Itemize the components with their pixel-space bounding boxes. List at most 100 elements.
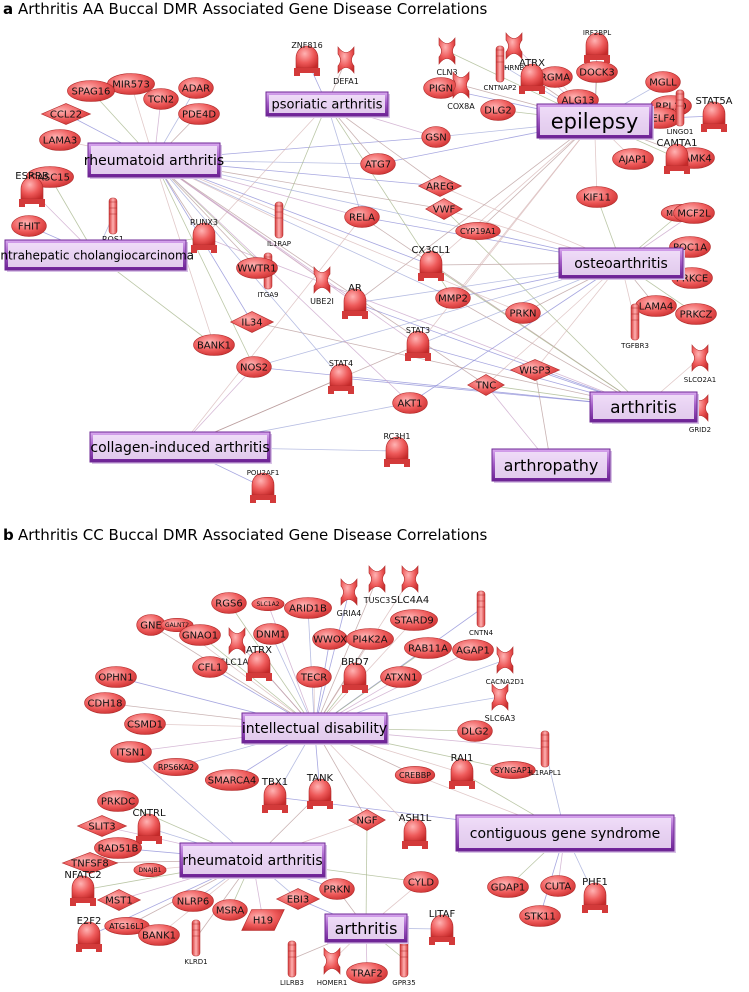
gene-node-smarca4: SMARCA4 bbox=[205, 769, 260, 791]
gene-node-vwf: VWF bbox=[425, 198, 463, 220]
gene-node-camta1: CAMTA1 bbox=[657, 138, 698, 174]
dome-base bbox=[584, 55, 610, 60]
ellipse-shape bbox=[435, 287, 471, 309]
gene-label: KLRD1 bbox=[184, 958, 207, 966]
gene-label: IL1RAP bbox=[267, 240, 291, 248]
gene-label: CHRNB2 bbox=[499, 64, 529, 72]
ellipse-shape bbox=[124, 713, 166, 735]
gene-label: PIGN bbox=[429, 84, 453, 95]
gene-label: SLC6A3 bbox=[485, 714, 516, 723]
dome-foot bbox=[250, 500, 256, 503]
ellipse-shape bbox=[251, 596, 285, 611]
disease-label: rheumatoid arthritis bbox=[84, 153, 224, 169]
dome-foot bbox=[70, 903, 76, 906]
gene-node-klrd1: KLRD1 bbox=[184, 919, 208, 966]
gene-node-cuta: CUTA bbox=[540, 875, 576, 897]
ellipse-shape bbox=[480, 99, 516, 121]
gene-node-ar: AR bbox=[342, 283, 368, 319]
gene-node-dnajb1: DNAJB1 bbox=[133, 862, 167, 877]
disease-face bbox=[183, 846, 322, 874]
gene-node-kif11: KIF11 bbox=[576, 186, 618, 208]
dome-foot bbox=[701, 129, 707, 132]
gene-label: MGLL bbox=[649, 78, 677, 89]
gene-label: STAT4 bbox=[329, 359, 353, 368]
dome-base bbox=[19, 199, 45, 204]
gene-label: PRKCZ bbox=[680, 310, 713, 321]
dome-shape bbox=[77, 921, 101, 945]
gene-label: DLG2 bbox=[461, 727, 488, 738]
ellipse-shape bbox=[576, 186, 618, 208]
dome-foot bbox=[266, 678, 272, 681]
gene-node-rai1: RAI1 bbox=[449, 753, 475, 789]
gene-node-atrx: ATRX bbox=[519, 58, 545, 94]
edge-mmp2-rheumatoid bbox=[153, 159, 454, 299]
ellipse-shape bbox=[394, 766, 436, 784]
disease-face bbox=[495, 452, 607, 478]
edge-cx3cl1-arthritis bbox=[430, 264, 644, 408]
panel-a: a Arthritis AA Buccal DMR Associated Gen… bbox=[0, 0, 733, 503]
gene-node-nfatc2: NFATC2 bbox=[64, 870, 102, 906]
disease-face bbox=[593, 395, 694, 419]
disease-label: arthritis bbox=[610, 398, 677, 418]
gene-label: ADAR bbox=[182, 84, 210, 95]
gene-label: RELA bbox=[349, 213, 375, 224]
ellipse-shape bbox=[612, 148, 654, 170]
cylinder-shape bbox=[675, 89, 685, 127]
gene-label: NGF bbox=[357, 816, 378, 827]
edge-runx3-psoriatic bbox=[203, 103, 328, 238]
dome-foot bbox=[328, 391, 334, 394]
disease-face bbox=[328, 917, 404, 939]
edge-akt1-osteo bbox=[409, 262, 622, 404]
gene-label: ZNF816 bbox=[291, 41, 322, 50]
gene-node-phf1: PHF1 bbox=[582, 877, 608, 913]
gene-node-cntrl: CNTRL bbox=[132, 808, 166, 844]
channel-shape bbox=[340, 578, 358, 606]
gene-node-agap1: AGAP1 bbox=[452, 639, 494, 661]
ellipse-shape bbox=[344, 206, 380, 228]
dome-base bbox=[246, 673, 272, 678]
gene-label: MCF2L bbox=[677, 209, 711, 220]
gene-label: GNAO1 bbox=[182, 631, 218, 642]
gene-node-atg7: ATG7 bbox=[360, 153, 396, 175]
gene-label: LITAF bbox=[429, 909, 456, 920]
dome-shape bbox=[308, 778, 332, 802]
dome-foot bbox=[342, 316, 348, 319]
gene-label: CNTRL bbox=[132, 808, 166, 819]
gene-node-cyp19a1: CYP19A1 bbox=[455, 222, 501, 240]
gene-label: DOCK3 bbox=[579, 68, 614, 79]
gene-node-stat3: STAT3 bbox=[405, 326, 431, 361]
dome-base bbox=[250, 495, 276, 500]
diamond-shape bbox=[229, 311, 275, 333]
edge-wisp3-osteo bbox=[534, 262, 622, 371]
dome-foot bbox=[418, 278, 424, 281]
dome-shape bbox=[450, 758, 474, 782]
gene-label: TNC bbox=[475, 381, 497, 392]
ellipse-shape bbox=[296, 666, 332, 688]
gene-node-tank: TANK bbox=[306, 773, 334, 809]
gene-node-areg: AREG bbox=[417, 175, 463, 197]
edge-nos2-rheumatoid bbox=[153, 159, 255, 368]
ellipse-shape bbox=[404, 637, 452, 659]
gene-label: RPS6KA2 bbox=[158, 763, 194, 772]
gene-node-ash1l: ASH1L bbox=[399, 813, 432, 849]
dome-foot bbox=[422, 846, 428, 849]
gene-label: CCL22 bbox=[50, 110, 82, 121]
ellipse-shape bbox=[212, 899, 248, 921]
gene-node-rela: RELA bbox=[344, 206, 380, 228]
dome-shape bbox=[295, 45, 319, 69]
dome-foot bbox=[327, 806, 333, 809]
gene-node-stat4: STAT4 bbox=[328, 359, 354, 394]
cylinder-shape bbox=[399, 940, 409, 978]
gene-label: KIF11 bbox=[583, 193, 611, 204]
disease-face bbox=[93, 435, 267, 459]
edge-rgs6-intellectual bbox=[228, 602, 315, 729]
gene-label: GPR35 bbox=[392, 979, 415, 987]
dome-foot bbox=[19, 204, 25, 207]
disease-node-arthritis_b: arthritis bbox=[324, 913, 409, 944]
gene-label: ATRX bbox=[246, 645, 272, 656]
parallelogram-shape bbox=[241, 909, 285, 931]
gene-label: DEFA1 bbox=[333, 77, 359, 86]
gene-label: DLG2 bbox=[484, 106, 511, 117]
gene-label: PRKN bbox=[323, 885, 350, 896]
